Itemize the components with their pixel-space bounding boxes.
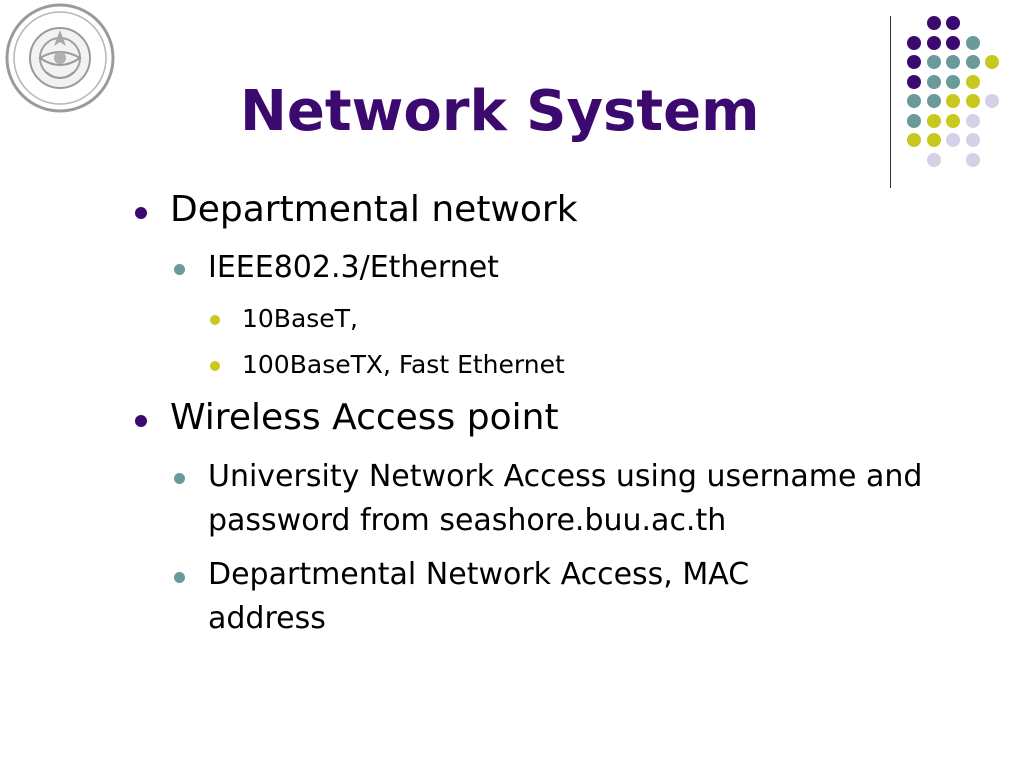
bullet-icon <box>135 415 147 427</box>
slide-title: Network System <box>240 79 760 144</box>
university-seal-icon <box>5 3 115 113</box>
bullet-item-ieee8023-ethernet: IEEE802.3/Ethernet <box>208 250 499 285</box>
decorative-dot-grid <box>900 10 1010 170</box>
decorative-dot <box>965 35 980 50</box>
decorative-dot <box>907 74 921 89</box>
bullet-icon <box>210 361 220 371</box>
decorative-dot <box>946 16 960 30</box>
decorative-dot <box>946 35 960 50</box>
bullet-item-departmental-network-access: Departmental Network Access, MAC address <box>208 557 750 636</box>
bullet-item-departmental-network: Departmental network <box>170 189 578 230</box>
decorative-dot <box>907 55 921 69</box>
decorative-dot <box>946 74 960 89</box>
decorative-dot <box>926 113 941 128</box>
decorative-dot <box>907 133 921 147</box>
decorative-dot <box>965 94 980 108</box>
decorative-dot <box>985 55 999 69</box>
bullet-item-university-network-access: University Network Access using username… <box>208 459 923 538</box>
decorative-dot <box>965 113 980 128</box>
bullet-icon <box>135 207 147 219</box>
decorative-dot <box>965 74 980 89</box>
decorative-dot <box>926 152 941 167</box>
decorative-dot <box>946 55 960 69</box>
decorative-dot <box>965 152 980 167</box>
decorative-dot <box>926 94 941 108</box>
bullet-item-10baset: 10BaseT, <box>242 304 358 333</box>
decorative-dot <box>965 55 980 69</box>
decorative-dot <box>946 113 960 128</box>
bullet-item-wireless-access-point: Wireless Access point <box>170 397 559 438</box>
decorative-dot <box>965 133 980 147</box>
bullet-icon <box>174 264 185 275</box>
decorative-dot <box>907 113 921 128</box>
title-divider <box>890 16 891 188</box>
decorative-dot <box>926 55 941 69</box>
decorative-dot <box>907 94 921 108</box>
bullet-icon <box>210 315 220 325</box>
decorative-dot <box>985 94 999 108</box>
decorative-dot <box>926 16 941 30</box>
decorative-dot <box>946 94 960 108</box>
decorative-dot <box>926 35 941 50</box>
bullet-icon <box>174 473 185 484</box>
bullet-icon <box>174 572 185 583</box>
decorative-dot <box>926 133 941 147</box>
decorative-dot <box>907 35 921 50</box>
bullet-item-100basetx: 100BaseTX, Fast Ethernet <box>242 350 565 379</box>
decorative-dot <box>926 74 941 89</box>
decorative-dot <box>946 133 960 147</box>
